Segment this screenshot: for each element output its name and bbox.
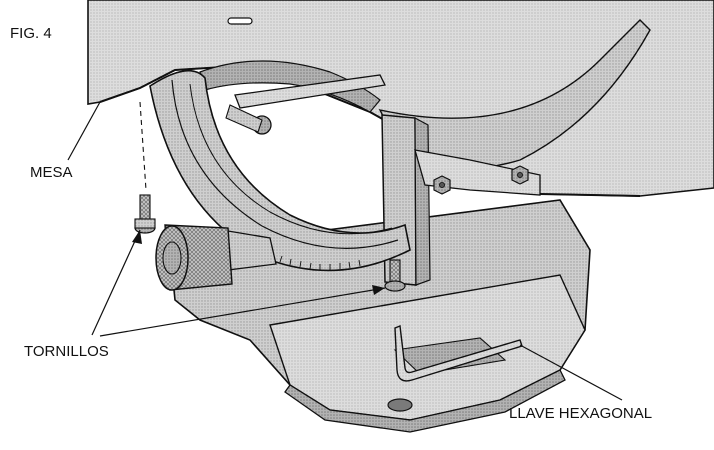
label-mesa: MESA xyxy=(30,164,73,181)
table-slot xyxy=(228,18,252,24)
label-llave-hexagonal: LLAVE HEXAGONAL xyxy=(509,405,652,422)
hex-nut-right xyxy=(512,166,528,184)
guard-knob-stem xyxy=(226,105,262,132)
figure-number: FIG. 4 xyxy=(10,25,52,42)
alignment-dashed-line xyxy=(140,102,146,190)
leader-mesa xyxy=(68,102,100,160)
leader-tornillos-a xyxy=(92,230,140,335)
hex-nut-left xyxy=(434,176,450,194)
screw-loose xyxy=(135,195,155,233)
base-mount-hole xyxy=(388,399,412,411)
label-tornillos: TORNILLOS xyxy=(24,343,109,360)
trunnion-column-side xyxy=(415,118,430,285)
lock-knob xyxy=(156,225,232,290)
